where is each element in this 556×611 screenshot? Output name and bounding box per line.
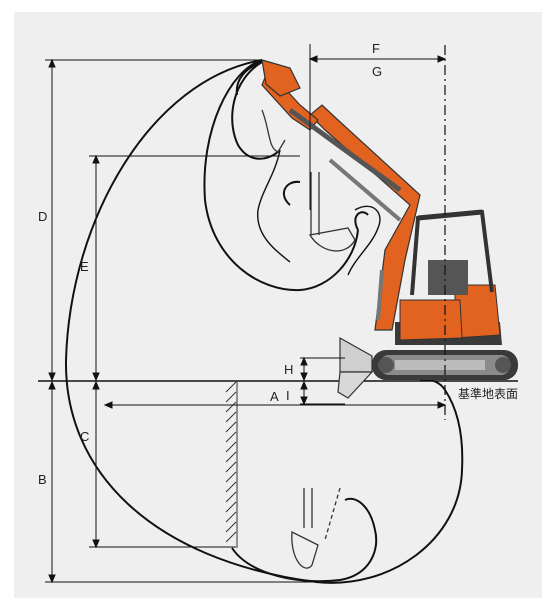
label-d: D	[38, 209, 47, 224]
secondary-envelope	[257, 149, 381, 276]
label-a: A	[270, 389, 279, 404]
ghost-positions	[261, 109, 356, 569]
label-g: G	[372, 64, 382, 79]
label-i: I	[286, 388, 290, 403]
label-b: B	[38, 472, 47, 487]
label-e: E	[80, 259, 89, 274]
label-f: F	[372, 41, 380, 56]
undercarriage	[337, 336, 518, 399]
upper-structure	[395, 209, 502, 345]
dimension-lines	[45, 44, 447, 584]
working-range-envelope	[64, 59, 464, 584]
ground-reference-label: 基準地表面	[458, 386, 518, 401]
trench-wall	[225, 381, 238, 548]
label-h: H	[284, 362, 293, 377]
label-c: C	[80, 429, 89, 444]
boom-arm-bucket	[261, 59, 421, 331]
